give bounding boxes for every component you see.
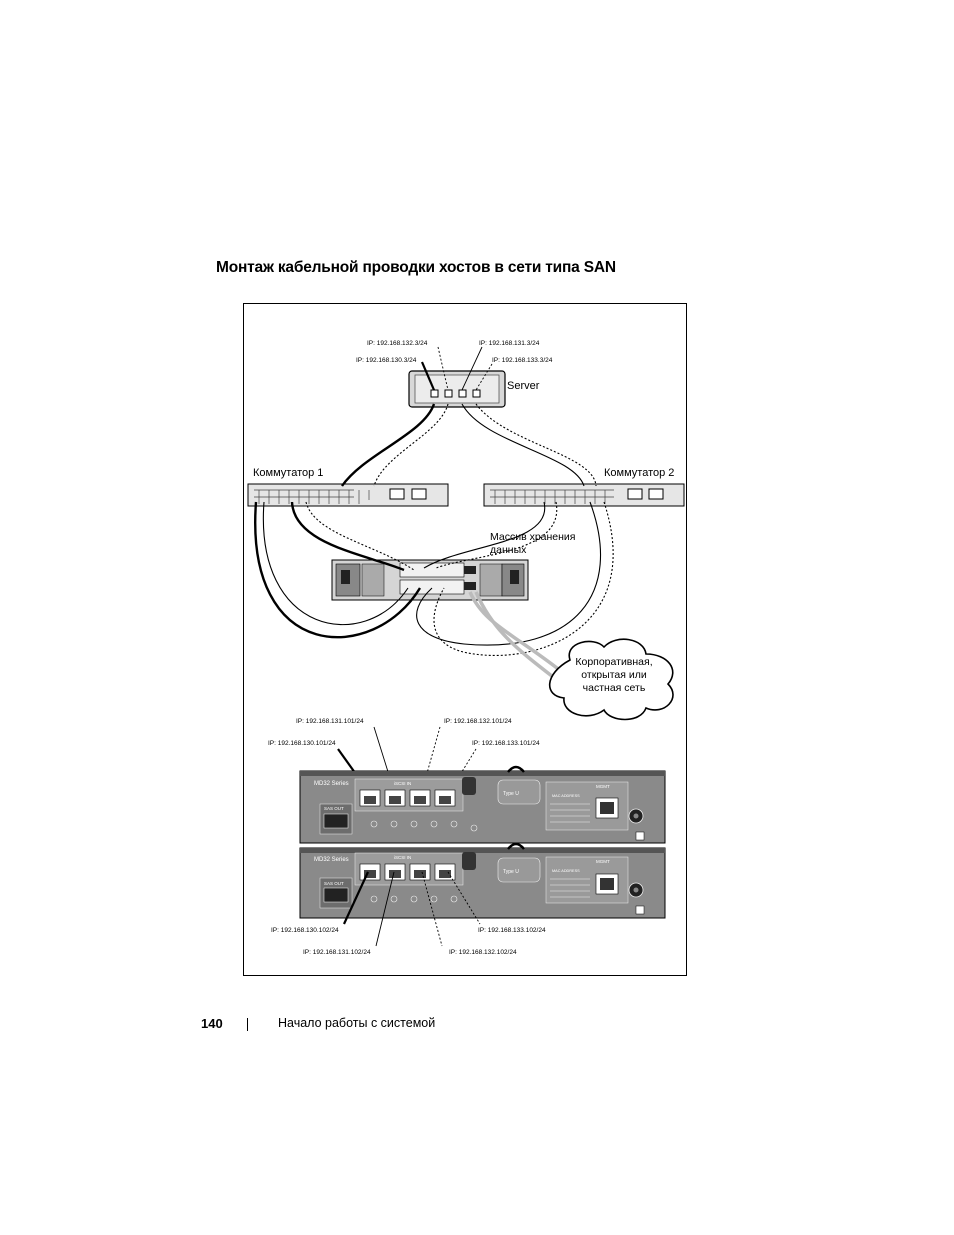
iscsi-in-label: iSCSI IN bbox=[394, 781, 411, 786]
server-ip-labels: IP: 192.168.132.3/24 IP: 192.168.131.3/2… bbox=[356, 340, 553, 391]
ip-label: IP: 192.168.131.102/24 bbox=[303, 949, 371, 956]
switch-storage-cables bbox=[254, 501, 614, 656]
switch-2-label: Коммутатор 2 bbox=[604, 467, 674, 479]
ip-label: IP: 192.168.132.101/24 bbox=[444, 718, 512, 725]
mgmt-label: MGMT bbox=[596, 784, 610, 789]
mac-address-label: MAC ADDRESS bbox=[552, 869, 580, 873]
iscsi-in-label: iSCSI IN bbox=[394, 855, 411, 860]
page-number: 140 bbox=[201, 1016, 223, 1031]
ip-label: IP: 192.168.130.101/24 bbox=[268, 740, 336, 747]
panel-model: MD32 Series bbox=[314, 781, 349, 787]
switch-1: Коммутатор 1 bbox=[247, 467, 449, 507]
ip-label: IP: 192.168.130.3/24 bbox=[356, 357, 417, 364]
sas-out-label: SAS OUT bbox=[324, 806, 344, 811]
network-label-line3: частная сеть bbox=[583, 682, 646, 694]
server-label: Server bbox=[507, 380, 540, 392]
ip-label: IP: 192.168.132.3/24 bbox=[367, 340, 428, 347]
panel-model: MD32 Series bbox=[314, 857, 349, 863]
server-switch-cables bbox=[341, 403, 597, 487]
section-title: Монтаж кабельной проводки хостов в сети … bbox=[216, 259, 616, 276]
ip-label: IP: 192.168.133.101/24 bbox=[472, 740, 540, 747]
ip-label: IP: 192.168.131.3/24 bbox=[479, 340, 540, 347]
switch-2: Коммутатор 2 bbox=[483, 467, 685, 507]
sas-out-label: SAS OUT bbox=[324, 881, 344, 886]
management-cables bbox=[468, 591, 564, 686]
mgmt-label: MGMT bbox=[596, 859, 610, 864]
storage-label-line1: Массив хранения bbox=[490, 531, 575, 543]
controller-1-panel: MD32 Series SAS OUT iSCSI IN Type U MGMT… bbox=[299, 842, 666, 919]
ip-label: IP: 192.168.132.102/24 bbox=[449, 949, 517, 956]
controller-0-panel: MD32 Series SAS OUT iSCSI IN Type U MGMT… bbox=[299, 765, 666, 844]
network-label-line2: открытая или bbox=[581, 669, 647, 681]
ip-label: IP: 192.168.133.102/24 bbox=[478, 927, 546, 934]
network-label-line1: Корпоративная, bbox=[575, 656, 652, 668]
ip-label: IP: 192.168.133.3/24 bbox=[492, 357, 553, 364]
storage-array: Массив хранения данных bbox=[331, 531, 575, 601]
network-cloud: Корпоративная, открытая или частная сеть bbox=[548, 638, 674, 721]
switch-1-label: Коммутатор 1 bbox=[253, 467, 323, 479]
ip-label: IP: 192.168.130.102/24 bbox=[271, 927, 339, 934]
footer-title: Начало работы с системой bbox=[278, 1016, 436, 1030]
ip-label: IP: 192.168.131.101/24 bbox=[296, 718, 364, 725]
type-label: Type U bbox=[503, 791, 519, 797]
san-cabling-diagram: Server IP: 192.168.132.3/24 IP: 192.168.… bbox=[243, 303, 687, 976]
footer-separator bbox=[247, 1018, 248, 1031]
controller-1-ip-labels: IP: 192.168.130.102/24 IP: 192.168.133.1… bbox=[271, 871, 546, 956]
mac-address-label: MAC ADDRESS bbox=[552, 794, 580, 798]
type-label: Type U bbox=[503, 869, 519, 875]
